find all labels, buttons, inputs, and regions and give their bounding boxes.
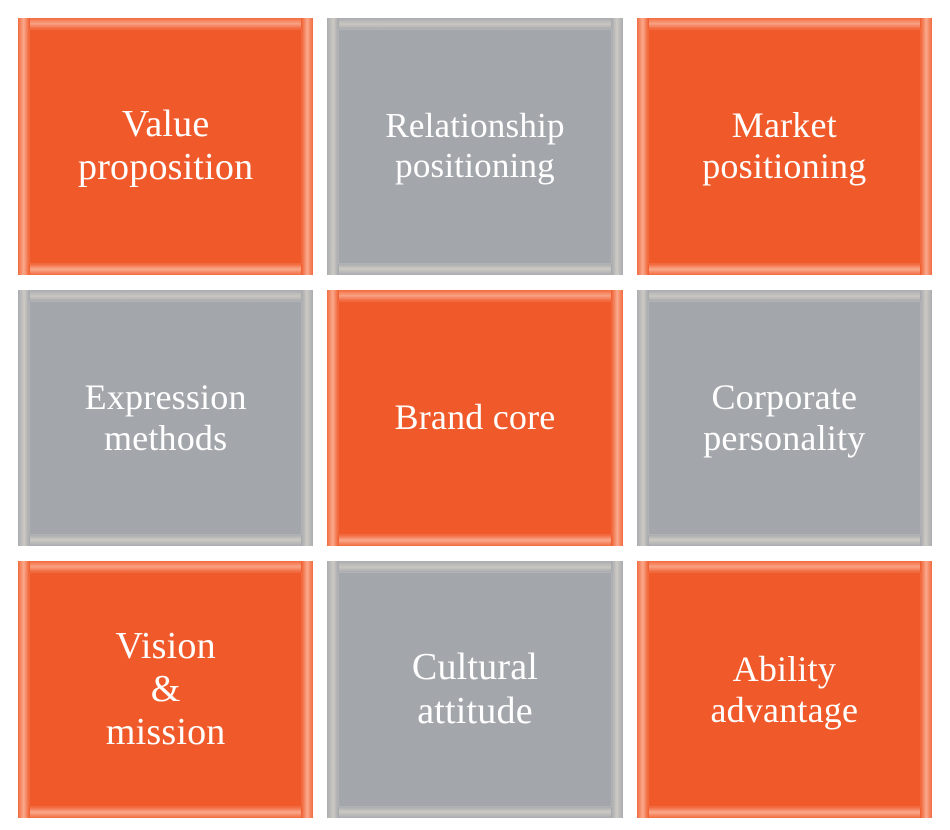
tile-label-market-positioning: Market positioning xyxy=(702,105,867,187)
tile-vision-and-mission[interactable]: Vision & mission xyxy=(18,561,314,818)
tile-label-ability-advantage: Ability advantage xyxy=(710,648,859,730)
tile-ability-advantage[interactable]: Ability advantage xyxy=(636,561,932,818)
tile-face: Cultural attitude xyxy=(338,572,612,807)
tile-face: Expression methods xyxy=(29,300,303,536)
tile-cultural-attitude[interactable]: Cultural attitude xyxy=(327,561,623,818)
tile-label-vision-and-mission: Vision & mission xyxy=(105,624,226,754)
tile-corporate-personality[interactable]: Corporate personality xyxy=(636,289,932,547)
tile-face: Brand core xyxy=(338,300,612,536)
tile-label-brand-core: Brand core xyxy=(394,397,556,438)
tile-face: Vision & mission xyxy=(29,572,303,807)
tile-label-corporate-personality: Corporate personality xyxy=(703,376,866,458)
tile-expression-methods[interactable]: Expression methods xyxy=(18,289,314,547)
tile-face: Corporate personality xyxy=(647,300,921,536)
tile-market-positioning[interactable]: Market positioning xyxy=(636,18,932,275)
tile-brand-core[interactable]: Brand core xyxy=(327,289,623,547)
tile-face: Ability advantage xyxy=(647,572,921,807)
tile-face: Relationship positioning xyxy=(338,29,612,264)
tile-face: Value proposition xyxy=(29,29,303,264)
tile-label-relationship-positioning: Relationship positioning xyxy=(385,106,565,186)
tile-relationship-positioning[interactable]: Relationship positioning xyxy=(327,18,623,275)
tile-label-value-proposition: Value proposition xyxy=(78,103,254,189)
tile-value-proposition[interactable]: Value proposition xyxy=(18,18,314,275)
tile-label-cultural-attitude: Cultural attitude xyxy=(411,646,539,732)
tile-label-expression-methods: Expression methods xyxy=(84,376,247,458)
tile-face: Market positioning xyxy=(647,29,921,264)
